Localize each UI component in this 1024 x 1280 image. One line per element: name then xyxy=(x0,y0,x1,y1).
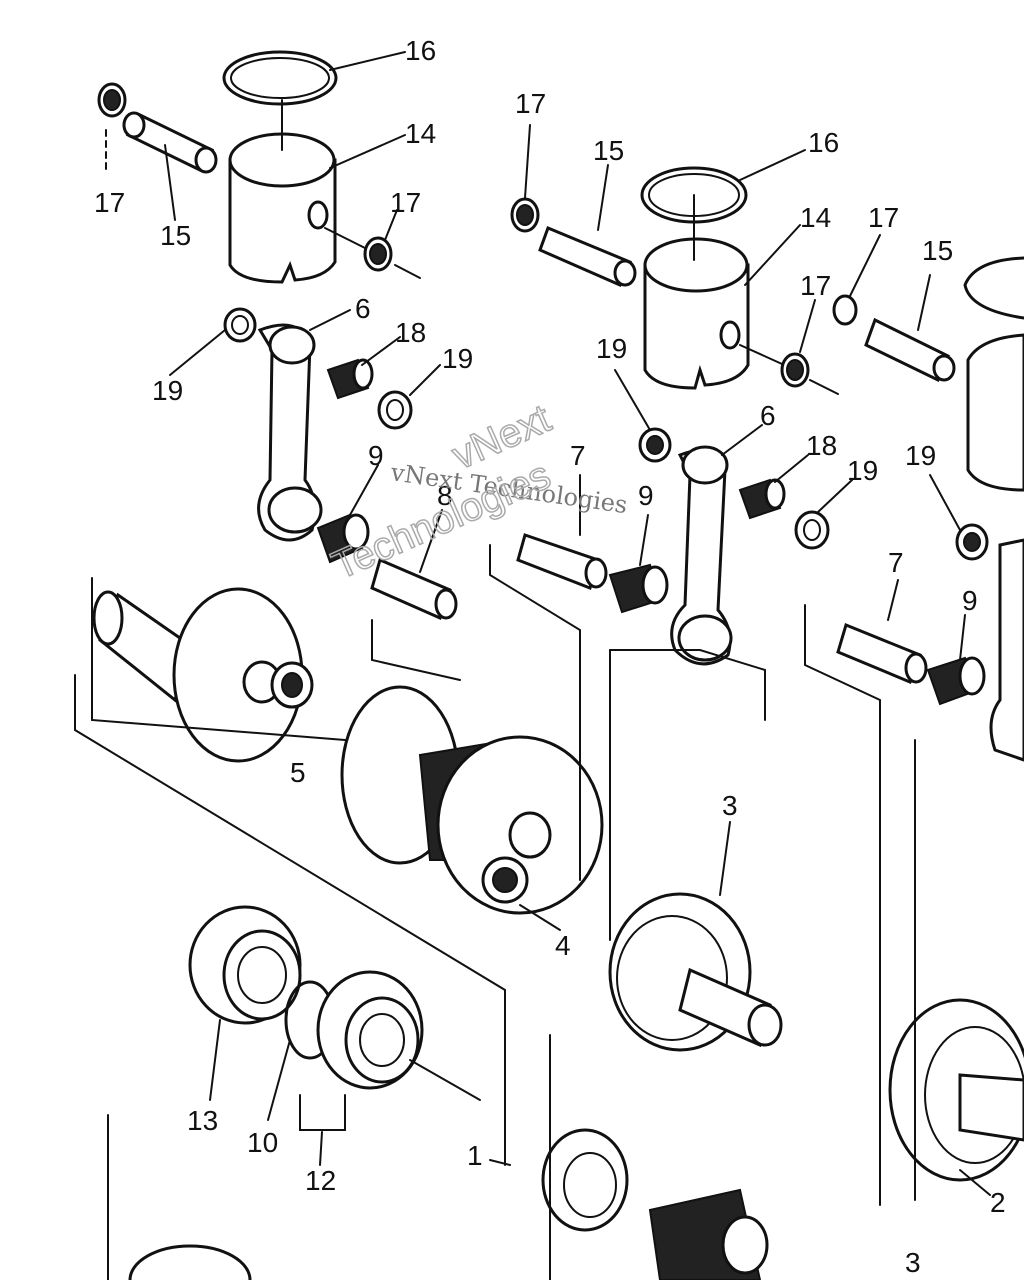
label-17-left-right: 17 xyxy=(390,187,421,218)
part-labels: 16 14 17 17 15 6 18 19 19 9 8 5 4 3 13 1… xyxy=(94,35,1006,1278)
main-bearing-13 xyxy=(188,905,302,1025)
right-small-end-washer xyxy=(955,523,989,561)
center-crankpin xyxy=(516,533,608,590)
center-circlip-right xyxy=(739,344,839,395)
left-needle-bearing-small xyxy=(326,358,374,400)
crank-web-3 xyxy=(608,892,783,1052)
label-15-left: 15 xyxy=(160,220,191,251)
left-wrist-pin xyxy=(122,111,218,174)
label-3-right: 3 xyxy=(905,1247,921,1278)
right-crank-web-2 xyxy=(888,998,1024,1182)
leader-lines xyxy=(164,51,991,1196)
crank-flywheel-4 xyxy=(340,685,604,915)
label-10: 10 xyxy=(247,1127,278,1158)
label-6-left: 6 xyxy=(355,293,371,324)
bottom-left-bearing xyxy=(128,1244,252,1280)
label-19-right: 19 xyxy=(905,440,936,471)
left-piston xyxy=(228,99,337,284)
label-17-left-top: 17 xyxy=(94,187,125,218)
right-connecting-rod xyxy=(989,538,1024,762)
crank-web-5 xyxy=(92,587,314,763)
label-19-left-right: 19 xyxy=(442,343,473,374)
label-7-right: 7 xyxy=(888,547,904,578)
label-18-center: 18 xyxy=(806,430,837,461)
bottom-bearing xyxy=(541,1128,769,1280)
label-14-left: 14 xyxy=(405,118,436,149)
label-8: 8 xyxy=(437,480,453,511)
label-16-left: 16 xyxy=(405,35,436,66)
center-piston xyxy=(643,194,750,390)
center-needle-bearing-big xyxy=(608,563,669,614)
center-connecting-rod xyxy=(638,427,733,666)
label-13: 13 xyxy=(187,1105,218,1136)
center-wrist-pin xyxy=(538,226,637,287)
right-wrist-pin xyxy=(864,317,956,383)
center-thrust-washer xyxy=(794,510,830,550)
label-5: 5 xyxy=(290,757,306,788)
left-connecting-rod xyxy=(223,307,323,542)
label-17-right: 17 xyxy=(868,202,899,233)
right-needle-bearing-big xyxy=(926,656,986,706)
label-15-center: 15 xyxy=(593,135,624,166)
left-thrust-washer xyxy=(377,390,413,430)
bearing-set-12 xyxy=(316,970,481,1101)
right-piston xyxy=(966,333,1024,492)
left-circlip-right xyxy=(324,227,421,279)
label-9-right: 9 xyxy=(962,585,978,616)
label-2: 2 xyxy=(990,1187,1006,1218)
left-piston-ring xyxy=(222,50,338,106)
label-9-left: 9 xyxy=(368,440,384,471)
label-14-center: 14 xyxy=(800,202,831,233)
left-circlip-top xyxy=(97,82,127,173)
label-19-center-left: 19 xyxy=(596,333,627,364)
left-crankpin xyxy=(370,557,458,621)
right-crankpin xyxy=(836,622,928,684)
center-needle-bearing-small xyxy=(738,478,786,520)
label-6-center: 6 xyxy=(760,400,776,431)
label-7-center: 7 xyxy=(570,440,586,471)
label-1: 1 xyxy=(467,1140,483,1171)
label-17-center-left: 17 xyxy=(515,88,546,119)
label-9-center: 9 xyxy=(638,480,654,511)
label-19-left: 19 xyxy=(152,375,183,406)
label-12: 12 xyxy=(305,1165,336,1196)
center-circlip-left xyxy=(510,197,540,233)
label-19-center-right: 19 xyxy=(847,455,878,486)
right-circlip xyxy=(832,294,858,326)
label-4: 4 xyxy=(555,930,571,961)
label-15-right: 15 xyxy=(922,235,953,266)
group-bracket-lines xyxy=(74,544,916,1280)
label-3-center: 3 xyxy=(722,790,738,821)
right-piston-ring xyxy=(963,256,1024,320)
left-needle-bearing-big xyxy=(316,513,370,564)
label-16-center: 16 xyxy=(808,127,839,158)
label-18-left: 18 xyxy=(395,317,426,348)
label-17-center-right: 17 xyxy=(800,270,831,301)
